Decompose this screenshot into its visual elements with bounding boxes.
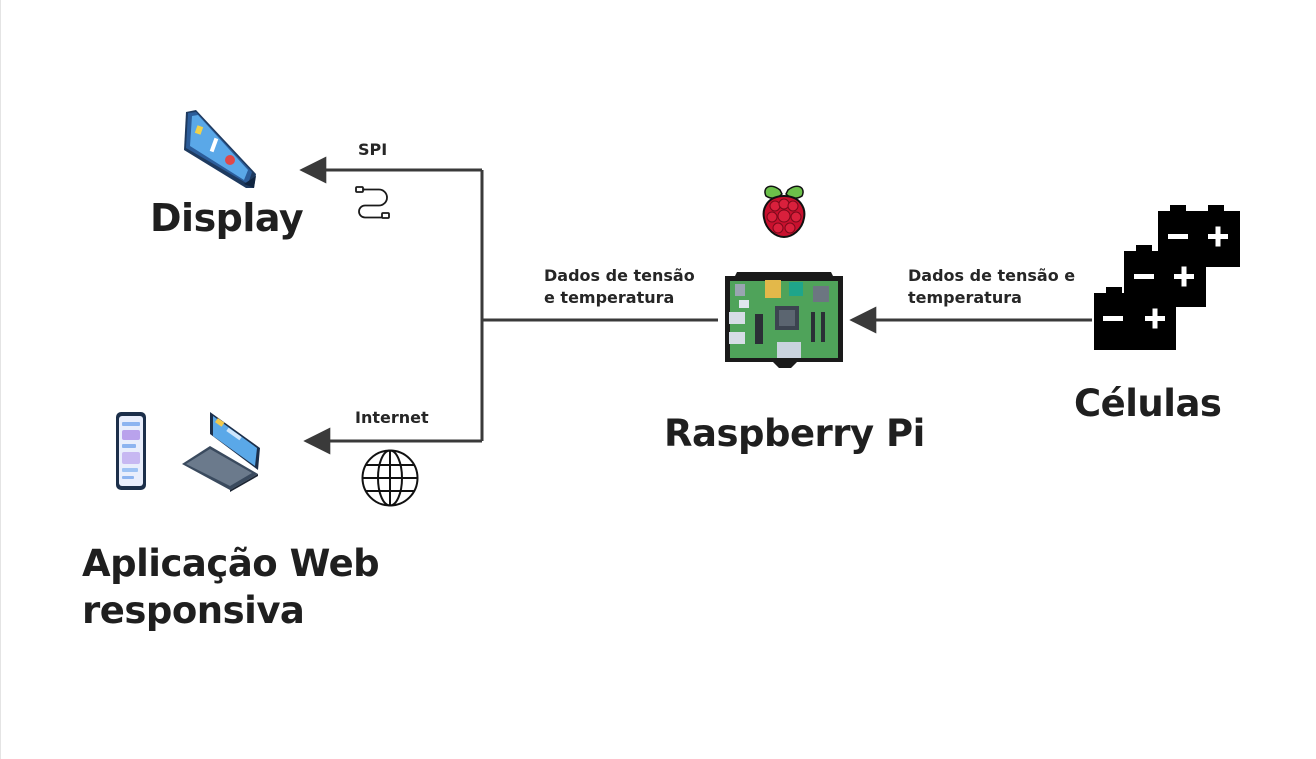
internet-label: Internet	[355, 408, 429, 427]
raspberry-logo-icon	[762, 185, 806, 239]
page-left-border	[0, 0, 1, 759]
raspberry-pi-label: Raspberry Pi	[664, 412, 925, 455]
battery-cell-bottom	[1094, 287, 1176, 350]
connector-lines	[299, 156, 1092, 455]
cable-icon	[355, 186, 390, 219]
tablet-icon	[184, 110, 256, 188]
cells-label: Células	[1074, 382, 1222, 425]
cells-input-label-line1: Dados de tensão e	[908, 266, 1076, 285]
globe-icon	[361, 449, 419, 507]
rpi-output-label-line1: Dados de tensão	[544, 266, 695, 285]
raspberry-pi-board-icon	[725, 272, 843, 368]
battery-cells-icon	[1094, 205, 1240, 350]
web-app-label-line1: Aplicação Web	[82, 542, 380, 585]
laptop-icon	[182, 412, 260, 492]
display-label: Display	[150, 196, 304, 240]
smartphone-icon	[116, 412, 146, 490]
rpi-output-label-line2: e temperatura	[544, 288, 675, 307]
spi-label: SPI	[358, 140, 388, 159]
cells-input-label-line2: temperatura	[908, 288, 1022, 307]
web-app-label-line2: responsiva	[82, 589, 305, 632]
